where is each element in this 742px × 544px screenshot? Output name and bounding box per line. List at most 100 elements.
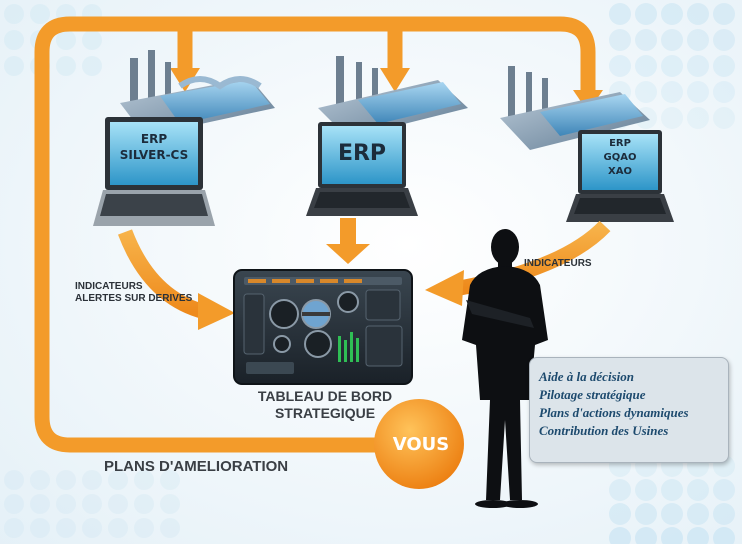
- decorative-dot: [661, 29, 683, 51]
- decorative-dot: [609, 503, 631, 525]
- decorative-dot: [661, 527, 683, 544]
- system-line: ERP: [609, 138, 631, 149]
- decorative-dot: [661, 503, 683, 525]
- benefit-item: Plans d'actions dynamiques: [539, 405, 689, 420]
- decorative-dot: [4, 494, 24, 514]
- decorative-dot: [160, 494, 180, 514]
- dashboard-caption: TABLEAU DE BORD STRATEGIQUE: [240, 388, 410, 422]
- decorative-dot: [713, 81, 735, 103]
- laptop-center-screen: [322, 126, 402, 184]
- you-label: VOUS: [392, 434, 450, 455]
- decorative-dot: [82, 470, 102, 490]
- caption-line: STRATEGIQUE: [274, 405, 376, 421]
- decorative-dot: [82, 56, 102, 76]
- system-line: ERP: [337, 141, 387, 166]
- businessman-silhouette: [462, 229, 548, 508]
- label-line: ALERTES SUR DERIVES: [75, 293, 193, 304]
- benefit-item: Contribution des Usines: [539, 423, 669, 438]
- decorative-dot: [56, 30, 76, 50]
- system-line: ERP: [140, 132, 168, 146]
- decorative-dot: [134, 470, 154, 490]
- left-indicators-label: INDICATEURS ALERTES SUR DERIVES: [75, 281, 192, 305]
- decorative-dot: [635, 527, 657, 544]
- decorative-dot: [635, 3, 657, 25]
- decorative-dot: [661, 55, 683, 77]
- decorative-dot: [687, 527, 709, 544]
- decorative-dot: [134, 494, 154, 514]
- caption-line: TABLEAU DE BORD: [257, 388, 393, 404]
- decorative-dot: [108, 518, 128, 538]
- decorative-dot: [635, 479, 657, 501]
- decorative-dot: [713, 107, 735, 129]
- decorative-dot: [661, 81, 683, 103]
- benefit-item: Aide à la décision: [539, 369, 634, 384]
- improvement-plans-label: PLANS D'AMELIORATION: [104, 458, 289, 475]
- decorative-dot: [609, 527, 631, 544]
- decorative-dot: [687, 29, 709, 51]
- laptop-right-label: ERP GQAO XAO: [582, 137, 658, 179]
- improvement-loop: [34, 16, 603, 453]
- system-line: SILVER-CS: [119, 148, 189, 162]
- decorative-dot: [4, 30, 24, 50]
- decorative-dot: [4, 470, 24, 490]
- decorative-dot: [713, 55, 735, 77]
- decorative-dot: [108, 494, 128, 514]
- you-circle: [374, 399, 464, 489]
- factory-right: [500, 66, 650, 150]
- system-line: XAO: [608, 166, 632, 177]
- decorative-dot: [609, 29, 631, 51]
- label-line: INDICATEURS: [75, 281, 143, 292]
- decorative-dot: [4, 4, 24, 24]
- decorative-dot: [160, 470, 180, 490]
- decorative-dot: [687, 81, 709, 103]
- decorative-dot: [661, 479, 683, 501]
- laptop-center: [306, 122, 418, 216]
- decorative-dot: [160, 518, 180, 538]
- decorative-dot: [30, 494, 50, 514]
- decorative-dot: [4, 518, 24, 538]
- decorative-dot: [661, 107, 683, 129]
- decorative-dots: [4, 3, 735, 544]
- right-indicators-label: INDICATEURS: [524, 258, 592, 269]
- laptop-left: [93, 117, 215, 226]
- decorative-dot: [713, 479, 735, 501]
- decorative-dot: [687, 479, 709, 501]
- decorative-dot: [4, 56, 24, 76]
- decorative-dot: [713, 527, 735, 544]
- decorative-dot: [687, 55, 709, 77]
- decorative-dot: [635, 81, 657, 103]
- decorative-dot: [30, 470, 50, 490]
- decorative-dot: [713, 3, 735, 25]
- decorative-dot: [56, 518, 76, 538]
- decorative-dot: [56, 494, 76, 514]
- laptop-left-label: ERP SILVER-CS: [110, 131, 198, 163]
- decorative-dot: [635, 55, 657, 77]
- decorative-dot: [687, 503, 709, 525]
- decorative-dot: [30, 518, 50, 538]
- decorative-dot: [82, 494, 102, 514]
- decorative-dot: [30, 4, 50, 24]
- system-line: GQAO: [603, 152, 637, 163]
- decorative-dot: [82, 30, 102, 50]
- laptop-right: [566, 130, 674, 222]
- decorative-dot: [635, 503, 657, 525]
- decorative-dot: [56, 56, 76, 76]
- decorative-dot: [713, 503, 735, 525]
- decorative-dot: [609, 3, 631, 25]
- benefits-box: Aide à la décision Pilotage stratégique …: [529, 357, 729, 463]
- decorative-dot: [82, 518, 102, 538]
- decorative-dot: [609, 55, 631, 77]
- decorative-dot: [687, 107, 709, 129]
- decorative-dot: [134, 518, 154, 538]
- decorative-dot: [687, 3, 709, 25]
- decorative-dot: [609, 479, 631, 501]
- decorative-dot: [56, 470, 76, 490]
- decorative-dot: [635, 29, 657, 51]
- laptop-center-label: ERP: [322, 141, 402, 167]
- dashboard: [233, 269, 413, 385]
- laptop-left-screen: [110, 122, 198, 185]
- decorative-dot: [108, 470, 128, 490]
- laptop-right-screen: [582, 134, 658, 190]
